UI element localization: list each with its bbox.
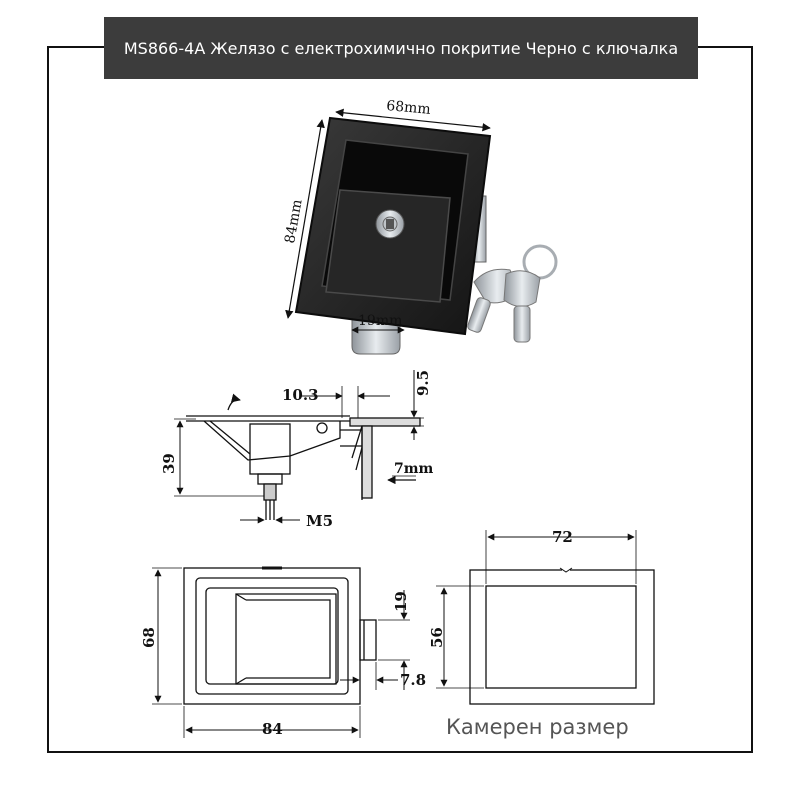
- cutout-caption: Камерен размер: [446, 715, 629, 739]
- title-banner: MS866-4A Желязо с електрохимично покрити…: [104, 17, 698, 79]
- lock-cylinder: [375, 209, 405, 239]
- front-bolt-label: 19: [392, 591, 410, 612]
- photo-width-dimension: 68mm: [335, 98, 491, 132]
- photo-height-label: 84mm: [282, 198, 305, 244]
- front-width-label: 84: [262, 720, 283, 738]
- product-title: MS866-4A Желязо с електрохимично покрити…: [123, 38, 679, 58]
- photo-bolt-label: 19mm: [358, 313, 402, 329]
- latch-photo: 68mm 84mm 19mm: [282, 98, 558, 355]
- cutout-width-label: 72: [552, 528, 573, 546]
- side-offset-label: 10.3: [282, 386, 319, 404]
- keys-icon: [467, 244, 558, 343]
- front-view-drawing: [152, 566, 410, 738]
- side-throw-label: 7mm: [394, 461, 434, 477]
- side-view-drawing: [174, 370, 424, 524]
- cutout-drawing: [436, 530, 655, 705]
- side-plate-label: 9.5: [414, 370, 432, 396]
- latch-paddle: [325, 189, 451, 303]
- photo-width-label: 68mm: [386, 98, 432, 118]
- side-thread-label: M5: [306, 512, 333, 530]
- front-bolt-depth-label: 7.8: [400, 671, 426, 689]
- photo-bolt-dimension: 19mm: [351, 313, 405, 334]
- front-height-label: 68: [140, 627, 158, 648]
- cutout-height-label: 56: [428, 627, 446, 648]
- photo-height-dimension: 84mm: [282, 119, 325, 319]
- side-height-label: 39: [160, 453, 178, 474]
